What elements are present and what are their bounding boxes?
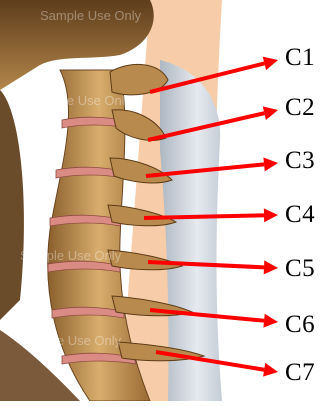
arrow-c2-head <box>263 106 278 120</box>
arrow-c4-shaft <box>144 215 264 218</box>
watermark: Sample Use Only <box>20 333 122 348</box>
watermark: Sample Use Only <box>40 8 142 23</box>
arrow-c1-head <box>263 57 278 71</box>
arrow-c7-head <box>263 363 278 377</box>
label-c6: C6 <box>285 312 315 337</box>
label-c1: C1 <box>285 45 315 70</box>
arrow-c4-head <box>264 208 278 222</box>
watermark: Sample Use Only <box>30 93 132 108</box>
label-c3: C3 <box>285 148 315 173</box>
watermark: Sample Use Only <box>20 248 122 263</box>
arrow-c3-head <box>263 157 278 171</box>
arrow-c6-head <box>263 314 278 328</box>
label-c5: C5 <box>285 256 315 281</box>
label-c7: C7 <box>285 360 315 385</box>
label-c4: C4 <box>285 202 315 227</box>
arrow-c5-head <box>264 260 278 274</box>
anterior-tissue <box>0 90 24 320</box>
label-c2: C2 <box>285 95 315 120</box>
